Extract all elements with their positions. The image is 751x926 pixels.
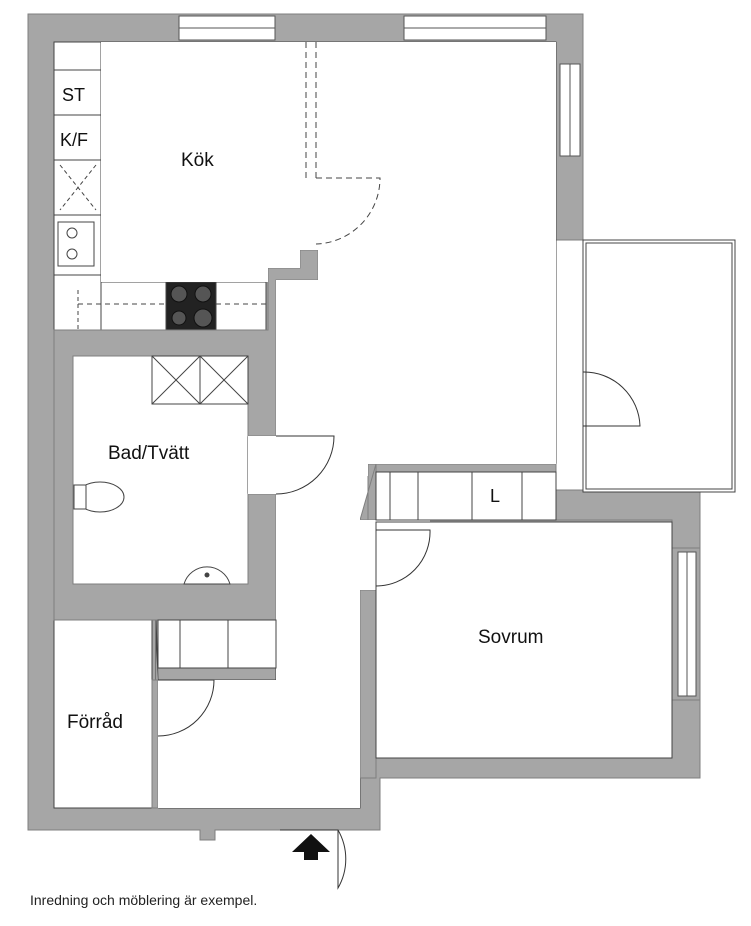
balcony xyxy=(582,239,736,493)
room-label-storage: Förråd xyxy=(67,712,123,733)
bath-fixtures xyxy=(73,355,249,585)
fixture-label-l: L xyxy=(490,486,500,506)
doors xyxy=(157,371,641,890)
kitchen-details xyxy=(57,42,381,330)
kitchen-floor-fix xyxy=(101,42,556,808)
fixture-label-kf: K/F xyxy=(60,130,88,150)
wardrobe xyxy=(375,471,557,521)
kitchen-open-area xyxy=(101,42,556,808)
fridge-st xyxy=(53,69,102,116)
room-label-bath: Bad/Tvätt xyxy=(108,443,190,464)
wall-storage-right xyxy=(151,679,159,809)
door-entry xyxy=(280,829,347,890)
door-storage xyxy=(157,679,215,737)
bedroom-floor-fix xyxy=(375,521,673,759)
entry-arrow-icon xyxy=(292,834,330,860)
door-balcony xyxy=(582,371,641,427)
disclaimer-note: Inredning och möblering är exempel. xyxy=(30,892,258,908)
hall-wardrobe xyxy=(157,619,277,669)
door-bedroom xyxy=(375,529,431,587)
stove-burners xyxy=(170,285,213,328)
sink-cabinet xyxy=(53,214,102,276)
room-label-kitchen: Kök xyxy=(181,150,214,171)
floor-balcony xyxy=(582,239,736,493)
floor-storage xyxy=(53,619,153,809)
room-label-bedroom: Sovrum xyxy=(478,627,543,648)
windows xyxy=(178,15,697,697)
door-bath xyxy=(275,435,335,495)
fridge-kf xyxy=(53,114,102,161)
fixture-label-st: ST xyxy=(62,85,85,105)
